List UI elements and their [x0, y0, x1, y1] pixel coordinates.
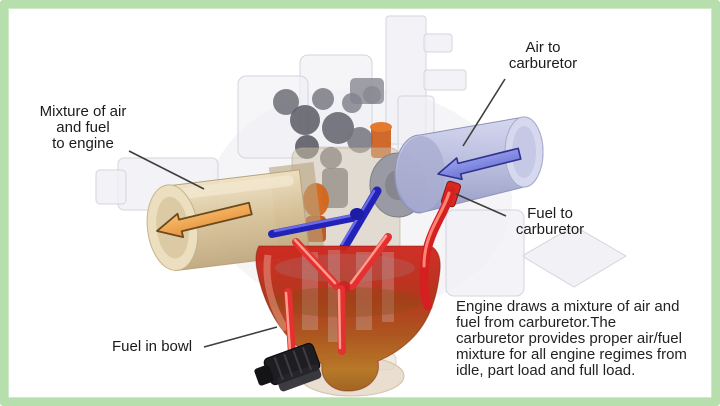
- mixture-outlet-duct: [146, 161, 326, 272]
- leader-fuel-bowl: [203, 326, 278, 348]
- label-mixture-to-engine: Mixture of air and fuel to engine: [18, 104, 148, 152]
- description-line: mixture for all engine regimes from: [456, 346, 687, 363]
- label-line: carburetor: [515, 221, 585, 238]
- label-line: Fuel to: [527, 205, 573, 222]
- description-line: carburetor provides proper air/fuel: [456, 330, 682, 347]
- description-text: Engine draws a mixture of air and fuel f…: [456, 299, 712, 379]
- fuel-pickup-tubes: [284, 233, 392, 374]
- leader-mixture: [128, 150, 205, 190]
- mixture-flow-arrow: [156, 201, 253, 238]
- label-fuel-in-bowl: Fuel in bowl: [112, 339, 212, 355]
- leader-fuel-supply: [455, 193, 507, 217]
- fuel-line: [419, 186, 456, 311]
- label-line: Mixture of air: [39, 103, 127, 120]
- leader-lines: [128, 78, 507, 348]
- leader-air: [462, 78, 506, 147]
- label-line: carburetor: [508, 55, 578, 72]
- label-line: and fuel: [56, 119, 110, 136]
- drain-screw: [254, 342, 322, 392]
- air-flow-arrow: [437, 147, 522, 181]
- label-air-to-carburetor: Air to carburetor: [484, 40, 602, 72]
- description-line: Engine draws a mixture of air and: [456, 298, 680, 315]
- description-line: idle, part load and full load.: [456, 362, 636, 379]
- description-line: fuel from carburetor.The: [456, 314, 617, 331]
- label-line: Fuel in bowl: [112, 338, 193, 355]
- label-fuel-to-carburetor: Fuel to carburetor: [494, 206, 606, 238]
- throttle-linkage: [268, 186, 382, 252]
- label-line: Air to: [525, 39, 561, 56]
- label-line: to engine: [52, 135, 114, 152]
